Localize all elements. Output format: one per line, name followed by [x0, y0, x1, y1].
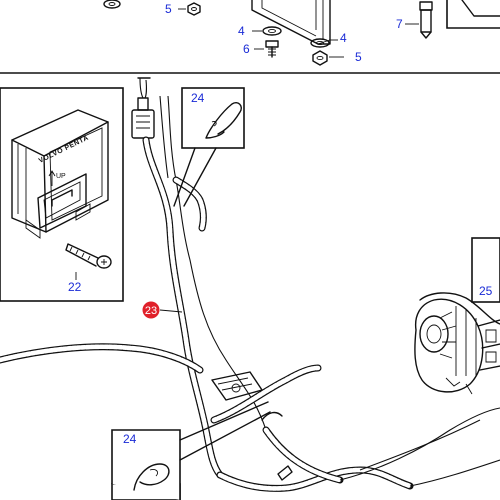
ecu-inset: VOLVO PENTA UP 22 [0, 87, 124, 302]
callout-22[interactable]: 22 [68, 280, 82, 294]
callout-5-top[interactable]: 5 [165, 2, 172, 16]
callout-24-lower[interactable]: 24 [123, 432, 137, 446]
bolt-6 [265, 40, 279, 58]
washer-right [310, 38, 330, 48]
ecu-up-text: UP [56, 173, 66, 180]
washer-left [262, 26, 282, 36]
harness-connector-top [131, 77, 155, 139]
bolt-7 [419, 1, 433, 39]
callout-24-upper[interactable]: 24 [191, 91, 205, 105]
top-right-part-box [446, 0, 500, 29]
screw-22 [65, 243, 112, 269]
cable-clip-icon-lower [133, 463, 170, 491]
cable-clip-icon-upper [205, 102, 242, 139]
callout-5-right[interactable]: 5 [355, 50, 362, 64]
nut-top [187, 2, 201, 16]
washer-top-left [103, 0, 121, 9]
mounting-bracket [251, 0, 331, 45]
callout-4-right[interactable]: 4 [340, 31, 347, 45]
clip-inset-upper: 24 [173, 87, 245, 207]
callout-6[interactable]: 6 [243, 42, 250, 56]
top-hardware-group: 5 4 6 4 [103, 0, 500, 66]
callout-23[interactable]: 23 [145, 305, 157, 317]
callout-7[interactable]: 7 [396, 17, 403, 31]
callout-4-left[interactable]: 4 [238, 24, 245, 38]
clip-inset-lower: 24 [111, 401, 271, 500]
harness-junction [211, 371, 263, 401]
alternator: 25 [414, 237, 500, 395]
up-arrow-icon [48, 170, 56, 186]
callout-23-badge[interactable]: 23 [142, 301, 160, 319]
callout-25[interactable]: 25 [479, 284, 493, 298]
nut-right [312, 50, 328, 66]
wiring-harness-23 [0, 77, 500, 492]
